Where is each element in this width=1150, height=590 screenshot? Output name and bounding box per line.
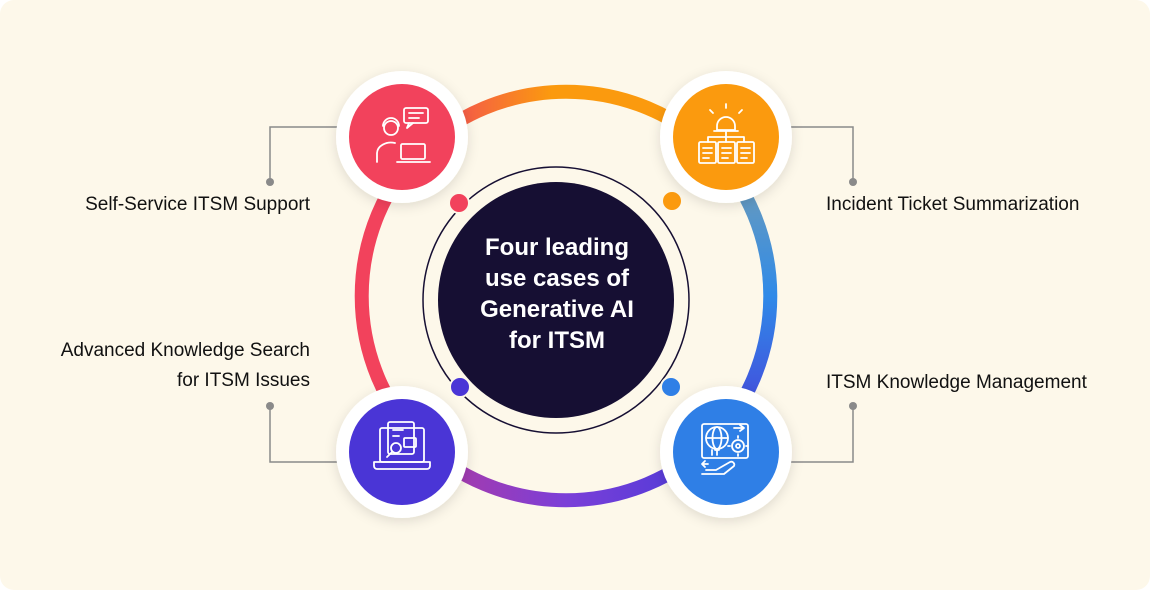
label-knowledge-management-line-1: ITSM Knowledge Management bbox=[826, 372, 1087, 393]
ring-dot-red bbox=[448, 192, 470, 214]
ring-dot-blue bbox=[660, 376, 682, 398]
connector-bottom-left bbox=[269, 406, 338, 463]
label-knowledge-search: Advanced Knowledge Search for ITSM Issue… bbox=[61, 336, 310, 396]
alert-tickets-icon bbox=[698, 103, 755, 164]
label-knowledge-search-line-2: for ITSM Issues bbox=[176, 370, 310, 391]
label-self-service-line-1: Self-Service ITSM Support bbox=[85, 194, 310, 215]
connector-dot-top-left bbox=[266, 178, 274, 186]
label-incident-summarization-line-1: Incident Ticket Summarization bbox=[826, 194, 1080, 215]
center-circle bbox=[438, 182, 674, 418]
center-title-line-1: Four leading bbox=[485, 234, 629, 261]
center-title: Four leading use cases of Generative AI … bbox=[447, 232, 667, 356]
it-globe-gear-icon bbox=[701, 423, 749, 475]
connector-bottom-right bbox=[790, 406, 854, 463]
connector-dot-top-right bbox=[849, 178, 857, 186]
node-knowledge-search bbox=[336, 386, 468, 518]
connector-top-left bbox=[269, 126, 338, 182]
label-incident-summarization: Incident Ticket Summarization bbox=[826, 190, 1079, 220]
ring-dot-orange bbox=[661, 190, 683, 212]
ring-dot-purple bbox=[449, 376, 471, 398]
center-title-line-3: Generative AI bbox=[480, 296, 634, 323]
node-knowledge-management bbox=[660, 386, 792, 518]
knowledge-search-icon bbox=[373, 421, 431, 470]
connector-dot-bottom-left bbox=[266, 402, 274, 410]
support-agent-laptop-icon bbox=[376, 107, 431, 163]
connector-lines bbox=[269, 126, 854, 463]
connector-dot-bottom-right bbox=[849, 402, 857, 410]
node-self-service bbox=[336, 71, 468, 203]
label-self-service: Self-Service ITSM Support bbox=[85, 190, 310, 220]
center-title-line-4: for ITSM bbox=[509, 327, 605, 354]
label-knowledge-management: ITSM Knowledge Management bbox=[826, 368, 1087, 398]
inner-ring bbox=[422, 166, 690, 434]
connector-top-right bbox=[790, 126, 854, 182]
node-incident-summarization bbox=[660, 71, 792, 203]
connector-dots bbox=[266, 178, 857, 410]
label-knowledge-search-line-1: Advanced Knowledge Search bbox=[60, 340, 310, 361]
center-title-line-2: use cases of bbox=[484, 265, 630, 292]
